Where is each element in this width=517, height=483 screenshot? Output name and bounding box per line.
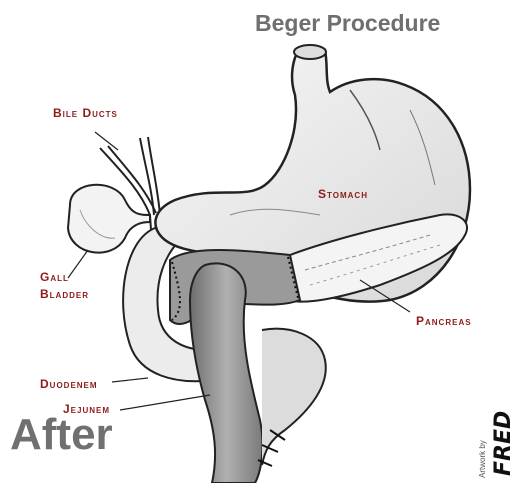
label-pancreas: Pancreas bbox=[416, 314, 472, 328]
artist-credit: Artwork by bbox=[478, 440, 487, 478]
artist-signature-text: FRED bbox=[491, 411, 516, 476]
label-gall: Gall bbox=[40, 270, 69, 284]
label-duodenem: Duodenem bbox=[40, 377, 98, 391]
label-stomach: Stomach bbox=[318, 187, 368, 201]
label-bladder: Bladder bbox=[40, 287, 89, 301]
artist-signature: FRED bbox=[488, 380, 516, 480]
label-bile-ducts: Bile Ducts bbox=[53, 106, 118, 120]
page-title: Beger Procedure bbox=[255, 10, 440, 37]
after-caption: After bbox=[10, 410, 113, 460]
